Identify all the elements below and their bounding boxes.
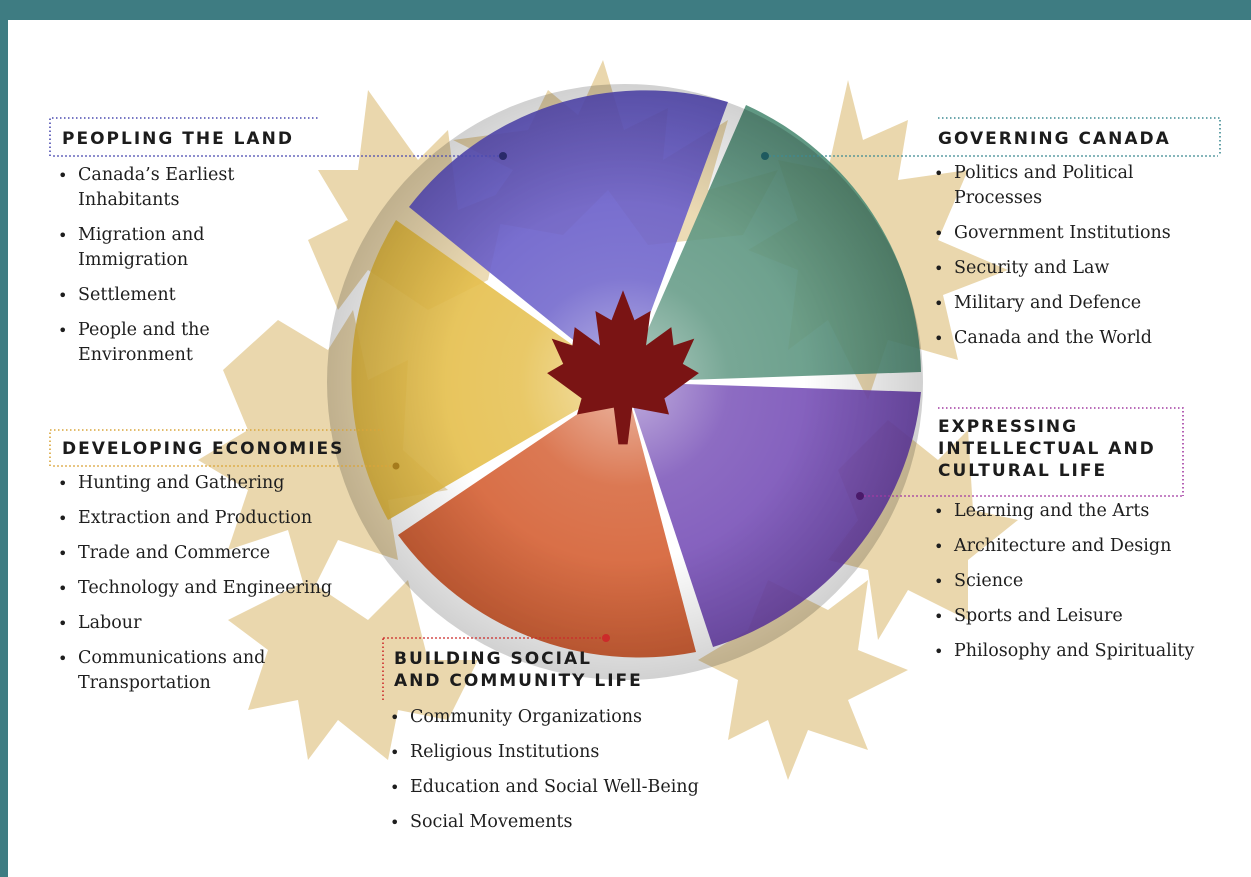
list-item: Religious Institutions xyxy=(384,740,699,765)
list-item: Military and Defence xyxy=(928,291,1181,316)
list-item: Labour xyxy=(52,611,354,636)
list-item: People and the Environment xyxy=(52,318,268,368)
list-item: Trade and Commerce xyxy=(52,541,354,566)
heading-line: BUILDING SOCIAL xyxy=(394,649,592,669)
list-item: Communications and Transportation xyxy=(52,646,318,696)
heading-line: EXPRESSING xyxy=(938,417,1079,437)
heading-line: CULTURAL LIFE xyxy=(938,461,1108,481)
list-item: Security and Law xyxy=(928,256,1181,281)
list-item: Social Movements xyxy=(384,810,699,835)
list-item: Migration and Immigration xyxy=(52,223,268,273)
list-item: Science xyxy=(928,569,1194,594)
theme-items: Hunting and Gathering Extraction and Pro… xyxy=(52,471,354,696)
heading-line: PEOPLING THE LAND xyxy=(62,129,294,149)
theme-heading: EXPRESSING INTELLECTUAL AND CULTURAL LIF… xyxy=(928,412,1166,485)
list-item: Hunting and Gathering xyxy=(52,471,354,496)
heading-line: INTELLECTUAL AND xyxy=(938,439,1156,459)
list-item: Education and Social Well-Being xyxy=(384,775,699,800)
connector-lines xyxy=(53,152,1218,642)
list-item: Extraction and Production xyxy=(52,506,354,531)
heading-frames xyxy=(49,117,1221,700)
list-item: Government Institutions xyxy=(928,221,1181,246)
list-item: Politics and Political Processes xyxy=(928,161,1174,211)
maple-leaf-icon xyxy=(547,290,699,445)
theme-heading: BUILDING SOCIAL AND COMMUNITY LIFE xyxy=(384,644,653,695)
theme-governing: GOVERNING CANADA Politics and Political … xyxy=(928,124,1181,361)
heading-line: DEVELOPING ECONOMIES xyxy=(62,439,345,459)
list-item: Canada’s Earliest Inhabitants xyxy=(52,163,288,213)
theme-developing: DEVELOPING ECONOMIES Hunting and Gatheri… xyxy=(52,434,354,706)
list-item: Learning and the Arts xyxy=(928,499,1194,524)
list-item: Canada and the World xyxy=(928,326,1181,351)
theme-heading: PEOPLING THE LAND xyxy=(52,124,304,153)
theme-items: Learning and the Arts Architecture and D… xyxy=(928,499,1194,664)
list-item: Settlement xyxy=(52,283,304,308)
list-item: Community Organizations xyxy=(384,705,699,730)
theme-items: Canada’s Earliest Inhabitants Migration … xyxy=(52,163,304,368)
theme-building: BUILDING SOCIAL AND COMMUNITY LIFE Commu… xyxy=(384,644,699,845)
theme-heading: DEVELOPING ECONOMIES xyxy=(52,434,354,463)
list-item: Architecture and Design xyxy=(928,534,1194,559)
list-item: Technology and Engineering xyxy=(52,576,354,601)
theme-items: Community Organizations Religious Instit… xyxy=(384,705,699,835)
list-item: Philosophy and Spirituality xyxy=(928,639,1194,664)
list-item: Sports and Leisure xyxy=(928,604,1194,629)
theme-heading: GOVERNING CANADA xyxy=(928,124,1181,153)
diagram-frame: PEOPLING THE LAND Canada’s Earliest Inha… xyxy=(8,20,1251,877)
heading-line: GOVERNING CANADA xyxy=(938,129,1171,149)
theme-expressing: EXPRESSING INTELLECTUAL AND CULTURAL LIF… xyxy=(928,412,1194,674)
theme-items: Politics and Political Processes Governm… xyxy=(928,161,1181,351)
heading-line: AND COMMUNITY LIFE xyxy=(394,671,643,691)
theme-peopling: PEOPLING THE LAND Canada’s Earliest Inha… xyxy=(52,124,304,378)
